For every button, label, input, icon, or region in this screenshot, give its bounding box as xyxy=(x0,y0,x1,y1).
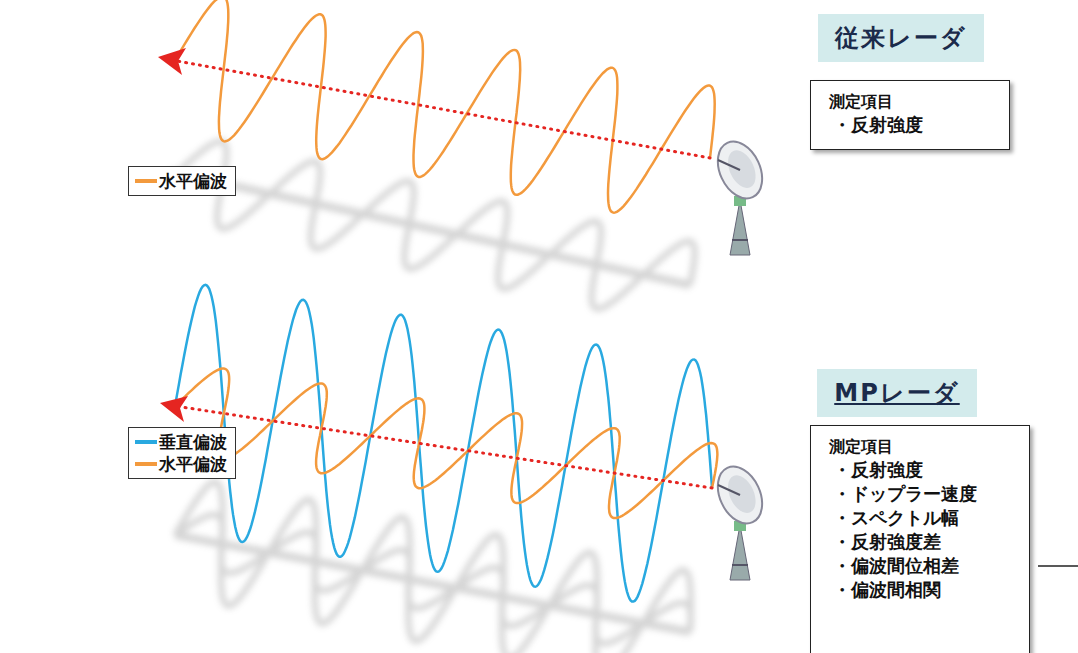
legend-box: 垂直偏波水平偏波 xyxy=(128,427,236,479)
vertical-wave xyxy=(175,285,712,602)
list-heading: 測定項目 xyxy=(829,91,995,113)
legend-row: 水平偏波 xyxy=(135,453,227,475)
legend-box: 水平偏波 xyxy=(128,166,236,196)
arrow-head xyxy=(158,48,186,75)
list-item: ・スペクトル幅 xyxy=(829,506,1015,530)
list-heading: 測定項目 xyxy=(829,436,1015,458)
title-text: 従来レーダ xyxy=(834,22,968,54)
list-item: ・ドップラー速度 xyxy=(829,482,1015,506)
list-item: ・反射強度差 xyxy=(829,530,1015,554)
leader-line xyxy=(1038,565,1078,567)
horizontal-wave xyxy=(175,369,717,519)
legend-row: 水平偏波 xyxy=(135,170,227,192)
radar-title: 従来レーダ xyxy=(818,14,984,62)
list-item: ・偏波間位相差 xyxy=(829,554,1015,578)
wave-shadow xyxy=(170,141,695,653)
legend-row: 垂直偏波 xyxy=(135,431,227,453)
list-item: ・反射強度 xyxy=(829,458,1015,482)
measurement-box: 測定項目・反射強度 xyxy=(810,80,1010,150)
radar-dish xyxy=(709,459,771,580)
arrow-head xyxy=(160,396,188,422)
radar-dish xyxy=(709,134,771,255)
measurement-box: 測定項目・反射強度・ドップラー速度・スペクトル幅・反射強度差・偏波間位相差・偏波… xyxy=(810,425,1030,653)
legend-swatch xyxy=(135,462,157,466)
legend-label: 水平偏波 xyxy=(159,170,227,192)
list-item: ・偏波間相関 xyxy=(829,578,1015,602)
legend-label: 水平偏波 xyxy=(159,453,227,475)
propagation-axis xyxy=(175,406,712,488)
list-item: ・反射強度 xyxy=(829,113,995,137)
legend-label: 垂直偏波 xyxy=(159,431,227,453)
propagation-axis xyxy=(172,60,710,158)
title-text: MPレーダ xyxy=(833,377,961,409)
legend-swatch xyxy=(135,179,157,183)
radar-title: MPレーダ xyxy=(817,369,977,417)
legend-swatch xyxy=(135,440,157,444)
horizontal-wave xyxy=(175,0,715,213)
